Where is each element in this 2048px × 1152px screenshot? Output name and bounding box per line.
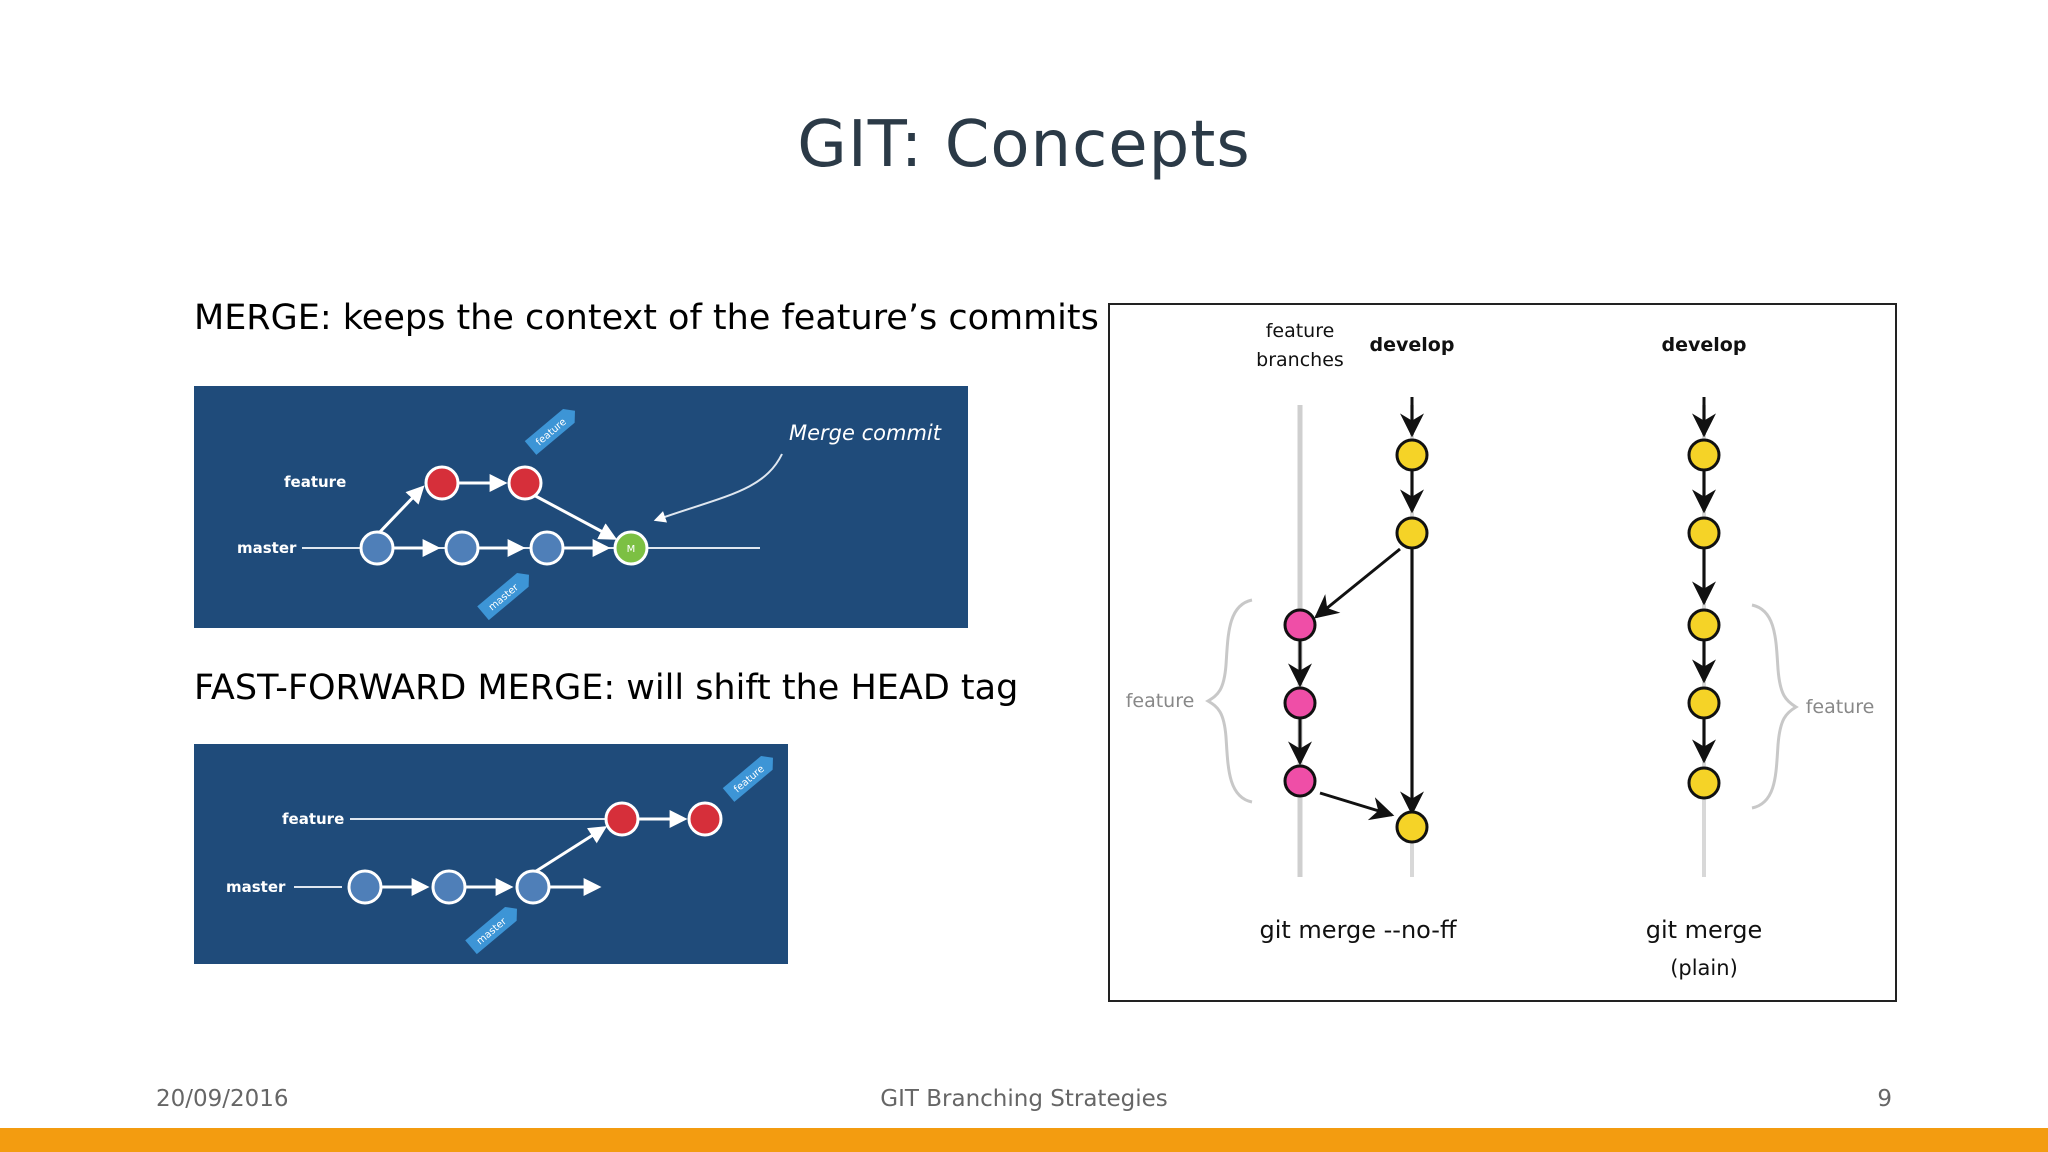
footer-title: GIT Branching Strategies [880, 1086, 1168, 1112]
feature-commit-node [1283, 764, 1317, 798]
develop-commit-node [1395, 438, 1429, 472]
feature-label: feature [284, 473, 346, 491]
feature-commit-node [604, 801, 640, 837]
feature-commit-node [687, 801, 723, 837]
feature-commit-node [424, 465, 460, 501]
merge-node-label: M [627, 544, 636, 555]
master-commit-node [515, 869, 551, 905]
master-label: master [226, 878, 286, 896]
develop-commit-node [1687, 686, 1721, 720]
master-tag: master [477, 572, 529, 621]
feature-commit-node [1283, 608, 1317, 642]
caption-plain-line1: git merge [1646, 916, 1763, 944]
slide-title: GIT: Concepts [797, 108, 1251, 182]
edge [527, 490, 618, 540]
caption-no-ff: git merge --no-ff [1259, 916, 1456, 944]
feature-commit-node [1283, 686, 1317, 720]
develop-label-right: develop [1662, 334, 1747, 356]
develop-commit-node [1687, 766, 1721, 800]
merge-commit-pointer [653, 453, 783, 523]
merge-diagram: M feature master Merge commit feature ma… [194, 386, 968, 628]
develop-merge-commit-node [1395, 810, 1429, 844]
fast-forward-heading: FAST-FORWARD MERGE: will shift the HEAD … [194, 668, 1019, 708]
feature-branches-label-line2: branches [1256, 349, 1344, 371]
master-label: master [237, 539, 297, 557]
feature-brace-left [1205, 598, 1253, 804]
feature-branches-label-line1: feature [1266, 320, 1335, 342]
edge [1319, 791, 1395, 821]
master-tag: master [465, 906, 517, 955]
develop-commit-node [1395, 516, 1429, 550]
merge-heading: MERGE: keeps the context of the feature’… [194, 298, 1099, 338]
footer-date: 20/09/2016 [156, 1086, 289, 1112]
edge [1314, 547, 1401, 619]
feature-brace-label-left: feature [1126, 690, 1195, 712]
master-commit-node [529, 530, 565, 566]
feature-commit-node [507, 465, 543, 501]
edge [529, 826, 608, 877]
feature-brace-label-right: feature [1806, 696, 1875, 718]
merge-commit-label: Merge commit [789, 421, 942, 445]
master-commit-node [431, 869, 467, 905]
edge [374, 485, 425, 538]
feature-brace-right [1751, 603, 1799, 810]
fast-forward-diagram: feature master feature master [194, 744, 788, 964]
master-commit-node [347, 869, 383, 905]
footer-accent-bar [0, 1128, 2048, 1152]
feature-label: feature [282, 810, 344, 828]
page-number: 9 [1877, 1086, 1892, 1112]
develop-commit-node [1687, 516, 1721, 550]
caption-plain-line2: (plain) [1670, 956, 1738, 980]
merge-commit-node [613, 530, 649, 566]
develop-commit-node [1687, 438, 1721, 472]
develop-label-left: develop [1370, 334, 1455, 356]
merge-comparison-diagram: feature branches develop develop feature [1108, 303, 1897, 1002]
master-commit-node [444, 530, 480, 566]
feature-tag: feature [722, 755, 773, 802]
feature-tag: feature [524, 408, 575, 455]
develop-commit-node [1687, 608, 1721, 642]
master-commit-node [359, 530, 395, 566]
